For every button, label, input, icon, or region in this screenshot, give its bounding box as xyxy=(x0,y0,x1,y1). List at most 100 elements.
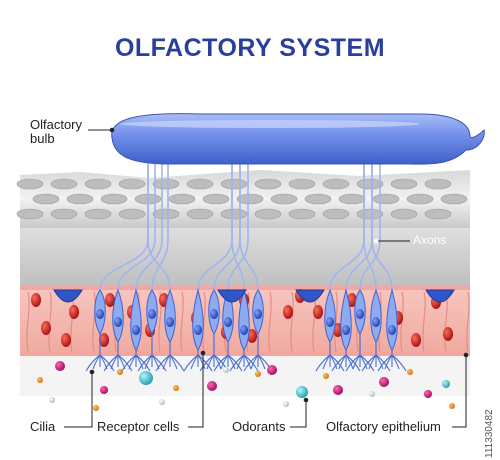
bone-pore xyxy=(66,193,94,205)
bone-pore xyxy=(32,193,60,205)
cell-wall xyxy=(92,291,96,353)
nucleus-red xyxy=(105,293,115,307)
cilium xyxy=(329,354,345,372)
cilium xyxy=(250,354,259,370)
axon-fiber xyxy=(135,150,163,291)
nucleus-blue xyxy=(114,317,122,327)
axon-fiber xyxy=(147,150,171,291)
axon-fiber xyxy=(239,162,259,291)
odorant-molecule xyxy=(323,373,329,379)
axon-fiber xyxy=(359,160,381,291)
nucleus-blue xyxy=(240,325,248,335)
cilium xyxy=(144,354,153,370)
cilium xyxy=(359,354,375,372)
cell-wall xyxy=(422,291,426,353)
bone-pore xyxy=(168,193,196,205)
cilium xyxy=(391,354,407,372)
bone-layer xyxy=(16,170,470,228)
cilium xyxy=(227,354,243,372)
stock-id-text: 111330482 xyxy=(484,409,495,458)
nucleus-red xyxy=(41,321,51,335)
odorant-molecule xyxy=(100,386,108,394)
bone-pore xyxy=(270,193,298,205)
bone-pore xyxy=(288,178,316,190)
nucleus-blue xyxy=(342,325,350,335)
odorant-molecule xyxy=(117,369,123,375)
cilium xyxy=(368,354,377,370)
bone-pore xyxy=(16,178,44,190)
receptor-cells xyxy=(53,288,455,355)
axon-fiber xyxy=(151,150,169,291)
cilium xyxy=(169,354,185,372)
nucleus-red xyxy=(31,293,41,307)
cilium xyxy=(345,354,361,372)
cilium xyxy=(110,354,119,370)
odorant-molecule xyxy=(255,371,261,377)
cilium xyxy=(99,354,115,372)
bone-pore xyxy=(424,208,452,220)
odorant-molecule xyxy=(207,381,217,391)
cilium xyxy=(128,354,137,370)
bone-pore xyxy=(118,178,146,190)
odorant-molecules xyxy=(37,361,455,411)
cilium xyxy=(197,354,213,372)
nucleus-blue xyxy=(210,309,218,319)
olfactory-bulb xyxy=(111,113,485,165)
cilium xyxy=(92,354,101,370)
nucleus-blue xyxy=(132,325,140,335)
cell-wall xyxy=(466,291,470,353)
axon-bundles xyxy=(99,150,393,291)
bone-pore xyxy=(390,208,418,220)
odorant-molecule xyxy=(173,385,179,391)
nucleus-blue xyxy=(96,309,104,319)
axon-fiber xyxy=(231,162,245,291)
cilium xyxy=(190,354,199,370)
bone-pore xyxy=(50,208,78,220)
odorants-label: Odorants xyxy=(232,419,286,434)
cilium xyxy=(135,354,151,372)
bone-pore xyxy=(372,193,400,205)
cilium xyxy=(206,354,215,370)
bone-pore xyxy=(322,208,350,220)
mucus-layer xyxy=(20,356,470,396)
bone-pore xyxy=(254,178,282,190)
odorant-molecule xyxy=(369,391,375,397)
odorant-molecule xyxy=(333,385,343,395)
axon-fiber xyxy=(371,160,393,291)
bone-pore xyxy=(16,208,44,220)
nucleus-blue xyxy=(194,325,202,335)
bone-pore xyxy=(118,208,146,220)
cilia-label: Cilia xyxy=(30,419,56,434)
bone-pore xyxy=(220,208,248,220)
nucleus-red xyxy=(411,333,421,347)
nucleus-blue xyxy=(356,309,364,319)
axons-label: Axons xyxy=(413,233,447,247)
odorant-molecule xyxy=(267,365,277,375)
bone-pore xyxy=(356,178,384,190)
axon-fiber xyxy=(117,150,156,291)
cilium xyxy=(117,354,133,372)
cell-wall xyxy=(290,291,294,353)
cell-wall xyxy=(202,291,206,353)
bone-pore xyxy=(50,178,78,190)
bone-pore xyxy=(406,193,434,205)
supporting-cell xyxy=(53,289,83,303)
axon-fiber xyxy=(363,160,377,291)
cell-wall xyxy=(180,291,184,353)
cilium xyxy=(375,354,391,372)
cilium xyxy=(151,354,167,372)
bone-pore xyxy=(84,208,112,220)
bone-pore xyxy=(186,208,214,220)
odorant-molecule xyxy=(449,403,455,409)
odorant-molecule xyxy=(379,377,389,387)
odorant-molecule xyxy=(296,386,308,398)
nucleus-red xyxy=(443,327,453,341)
stock-id-watermark: 111330482 xyxy=(484,340,496,460)
nucleus-blue xyxy=(326,317,334,327)
odorant-molecule xyxy=(223,367,229,373)
bone-pore xyxy=(84,178,112,190)
bone-pore xyxy=(304,193,332,205)
nucleus-blue xyxy=(388,325,396,335)
supporting-cell xyxy=(217,289,247,303)
